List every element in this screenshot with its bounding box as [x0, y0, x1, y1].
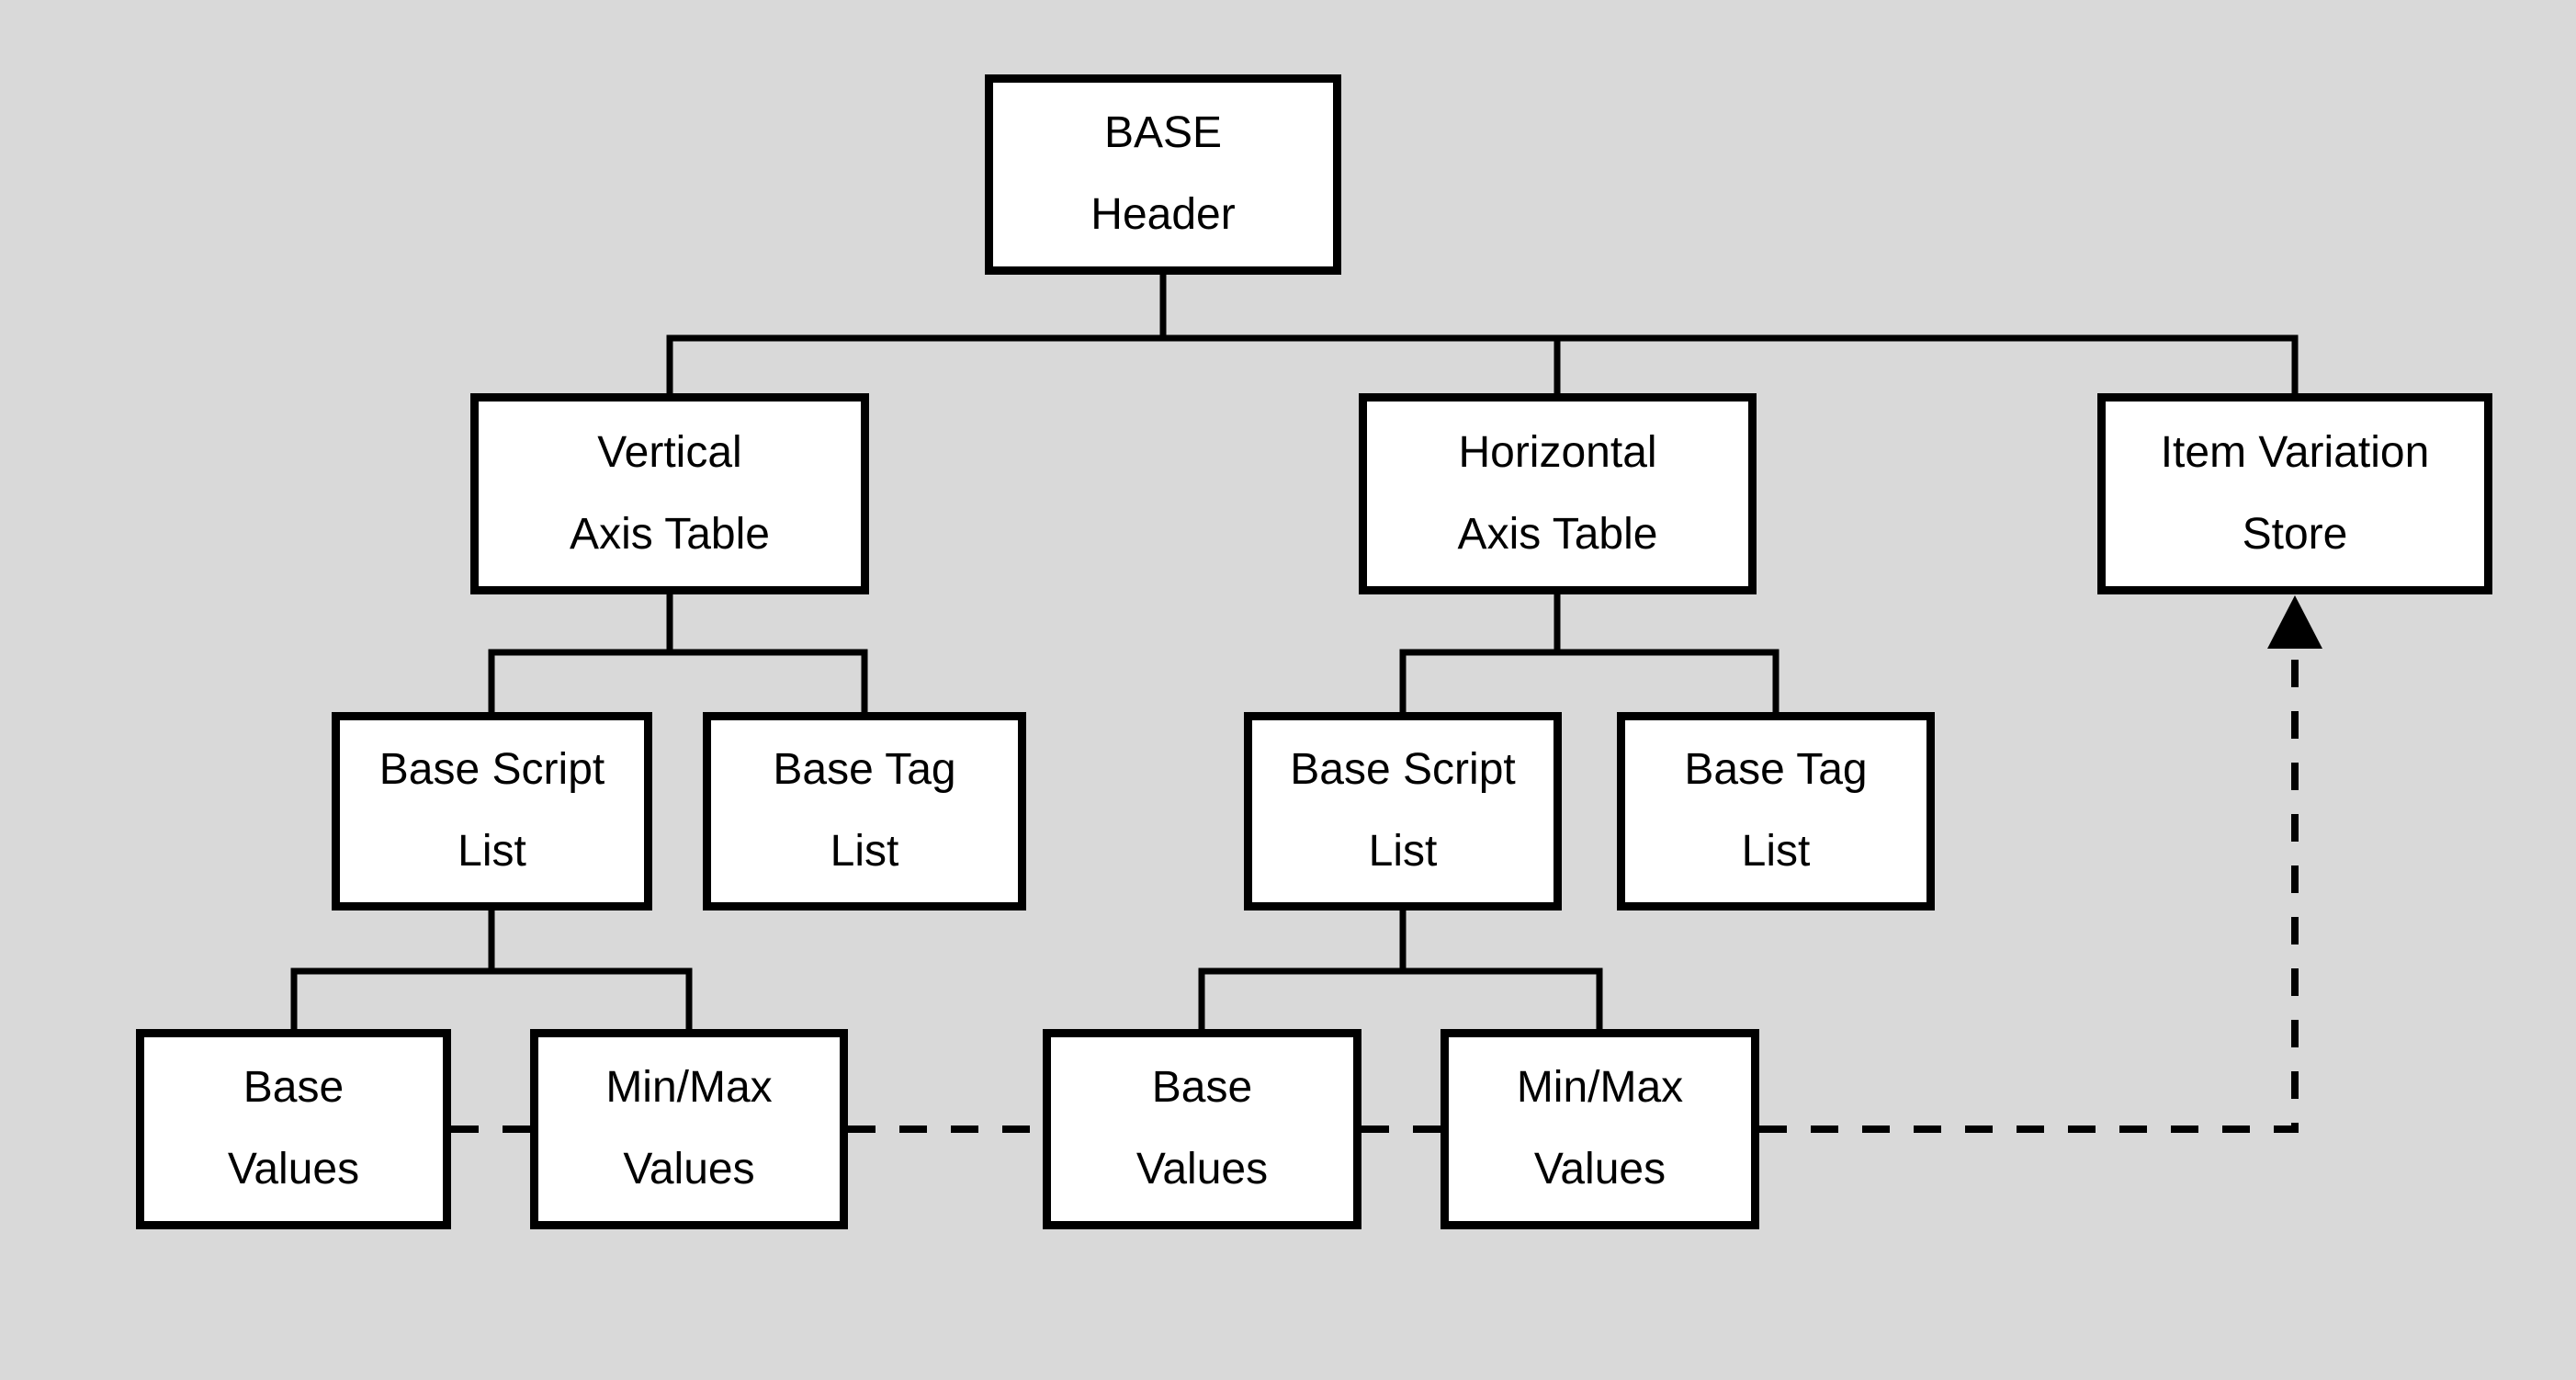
node-vertical-axis-table-label: Vertical Axis Table: [570, 427, 770, 559]
connector-vertical-axis-table-to-children: [488, 591, 868, 716]
node-min-max-values-vertical-label: Min/Max Values: [605, 1063, 773, 1193]
arrowhead-icon: [2267, 595, 2322, 649]
node-base-script-list-horizontal-label: Base Script List: [1290, 745, 1516, 876]
node-base-script-list-vertical: Base Script List: [332, 712, 652, 911]
node-base-header: BASE Header: [985, 74, 1341, 275]
node-base-tag-list-vertical-label: Base Tag List: [773, 745, 956, 876]
node-base-values-horizontal-label: Base Values: [1135, 1063, 1269, 1193]
node-horizontal-axis-table: Horizontal Axis Table: [1359, 393, 1757, 594]
node-vertical-axis-table: Vertical Axis Table: [470, 393, 869, 594]
node-base-script-list-vertical-label: Base Script List: [378, 745, 605, 876]
node-base-tag-list-horizontal: Base Tag List: [1617, 712, 1935, 911]
node-horizontal-axis-table-label: Horizontal Axis Table: [1457, 427, 1658, 559]
node-base-script-list-horizontal: Base Script List: [1244, 712, 1562, 911]
node-base-values-vertical: Base Values: [136, 1029, 451, 1229]
node-base-header-label: BASE Header: [1090, 108, 1236, 239]
connector-base-header-to-children: [666, 266, 2299, 397]
connector-horizontal-axis-table-to-children: [1399, 591, 1779, 716]
connector-base-script-list-horizontal-to-children: [1198, 907, 1603, 1033]
node-item-variation-store-label: Item Variation Store: [2160, 427, 2430, 559]
node-base-values-vertical-label: Base Values: [227, 1063, 360, 1193]
node-min-max-values-horizontal-label: Min/Max Values: [1516, 1063, 1684, 1193]
node-min-max-values-vertical: Min/Max Values: [530, 1029, 848, 1229]
connector-base-script-list-vertical-to-children: [290, 907, 693, 1033]
node-min-max-values-horizontal: Min/Max Values: [1441, 1029, 1759, 1229]
node-base-values-horizontal: Base Values: [1043, 1029, 1361, 1229]
node-item-variation-store: Item Variation Store: [2097, 393, 2492, 594]
node-base-tag-list-vertical: Base Tag List: [703, 712, 1026, 911]
node-base-tag-list-horizontal-label: Base Tag List: [1684, 745, 1868, 876]
